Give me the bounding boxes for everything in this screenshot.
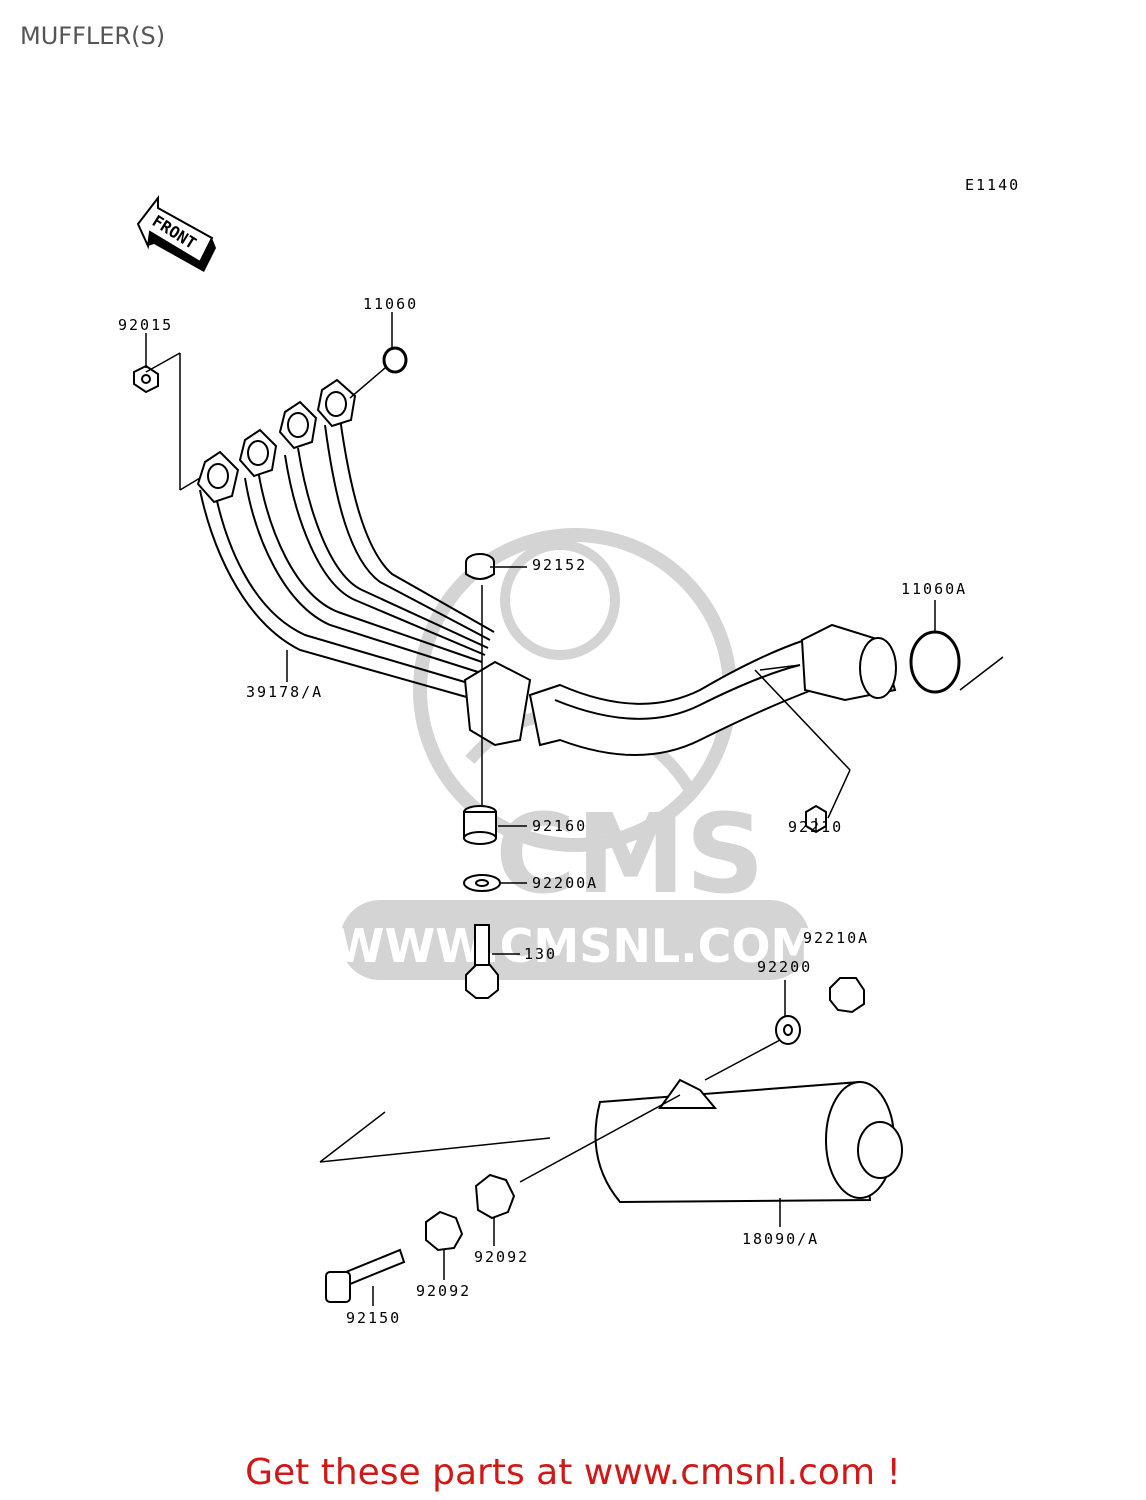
part-label-92200a: 92200A (532, 874, 598, 892)
part-label-39178-a: 39178/A (246, 683, 323, 701)
part-label-11060: 11060 (363, 295, 418, 313)
header-flanges (196, 378, 357, 504)
part-label-130: 130 (524, 945, 557, 963)
muffler-body (594, 1078, 903, 1204)
part-label-92200: 92200 (757, 958, 812, 976)
part-label-92092-b: 92092 (416, 1282, 471, 1300)
part-label-92160: 92160 (532, 817, 587, 835)
nut-92210a (829, 977, 865, 1014)
diagram-code: E1140 (965, 176, 1020, 194)
washer-92200a (463, 874, 501, 892)
pipe-outlet (800, 623, 897, 702)
part-label-92152: 92152 (532, 556, 587, 574)
leader-lines (145, 312, 1004, 1306)
grommet-92092-a (474, 1173, 516, 1220)
part-label-92210a: 92210A (803, 929, 869, 947)
watermark-banner (340, 900, 810, 980)
watermark-url: WWW.CMSNL.COM (334, 919, 817, 973)
promo-link[interactable]: Get these parts at www.cmsnl.com ! (245, 1452, 901, 1493)
grommet-92092-b (425, 1210, 464, 1252)
collar-92152 (465, 553, 495, 580)
bolt-130 (465, 924, 499, 999)
nut-92015 (133, 364, 159, 394)
page-title: MUFFLER(S) (20, 22, 166, 50)
part-label-92015: 92015 (118, 316, 173, 334)
part-label-92210: 92210 (788, 818, 843, 836)
part-label-92150: 92150 (346, 1309, 401, 1327)
watermark-logo-text: CMS (495, 790, 764, 918)
damper-92160 (463, 805, 497, 845)
part-label-92092-a: 92092 (474, 1248, 529, 1266)
gasket-11060 (382, 346, 408, 374)
part-label-18090-a: 18090/A (742, 1230, 819, 1248)
bolt-92150 (325, 1248, 406, 1303)
washer-92200 (775, 1015, 801, 1045)
collector-mid-pipe (463, 638, 814, 756)
part-label-11060a: 11060A (901, 580, 967, 598)
front-arrow-icon: FRONT (136, 195, 216, 272)
gasket-11060a (909, 630, 961, 694)
exhaust-header-pipes (199, 417, 495, 699)
